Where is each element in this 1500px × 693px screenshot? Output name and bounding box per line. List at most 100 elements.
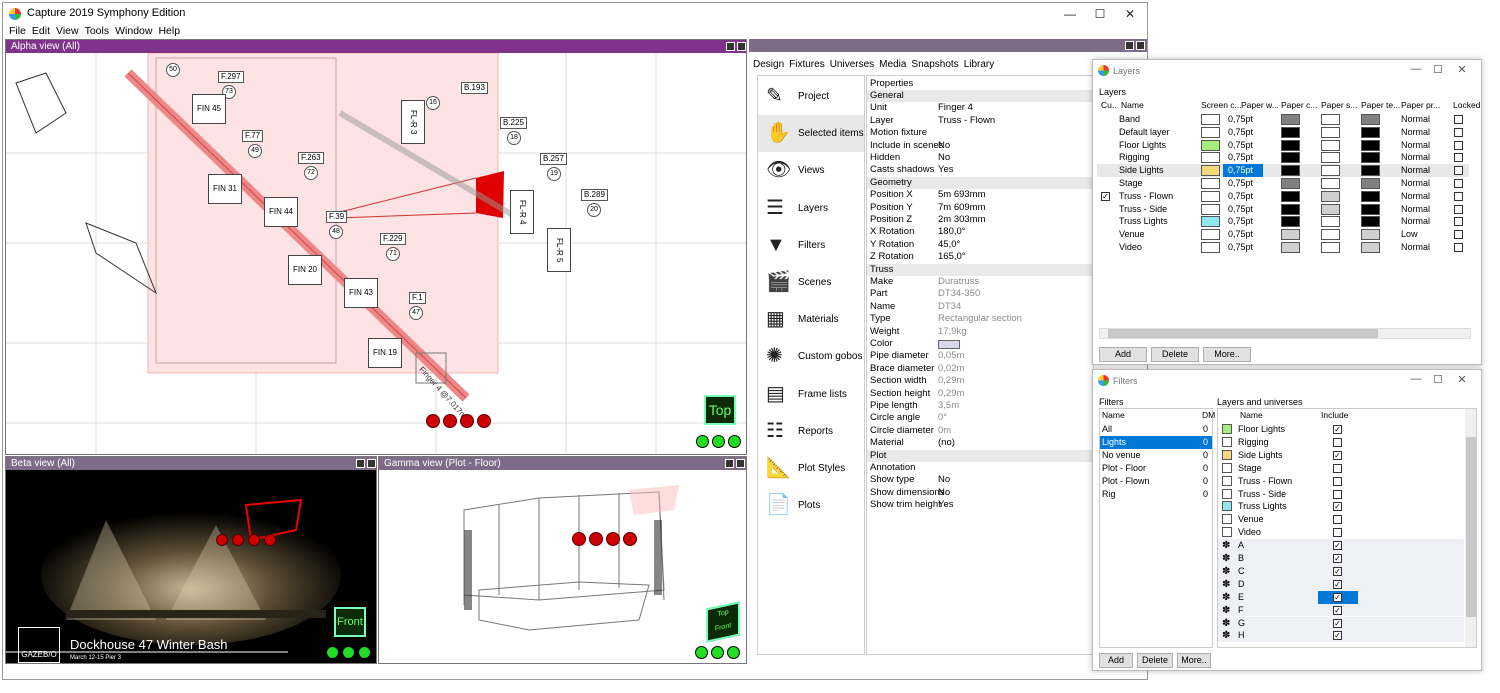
property-row[interactable]: Material(no): [867, 437, 1094, 449]
more-filter-button[interactable]: More..: [1177, 653, 1211, 668]
tab-library[interactable]: Library: [964, 59, 995, 70]
paper-color-swatch[interactable]: [1281, 127, 1300, 138]
paper-priority[interactable]: Low: [1401, 228, 1418, 241]
nav-item-project[interactable]: ✎Project: [758, 78, 864, 115]
property-row[interactable]: Position X5m 693mm: [867, 189, 1094, 201]
filter-row[interactable]: Plot - Floor0: [1100, 462, 1212, 475]
include-checkbox[interactable]: ✓: [1333, 619, 1342, 628]
fixture-symbol[interactable]: FIN 43: [344, 278, 378, 308]
fixture-tag[interactable]: B.289: [581, 189, 608, 201]
layer-universe-row[interactable]: ✽D✓: [1218, 578, 1464, 591]
property-row[interactable]: Z Rotation165,0°: [867, 251, 1094, 263]
property-row[interactable]: Annotation: [867, 462, 1094, 474]
orbit-icon[interactable]: [695, 646, 708, 659]
cube-front-label[interactable]: Front: [715, 622, 731, 632]
paper-priority[interactable]: Normal: [1401, 241, 1430, 254]
screen-color-swatch[interactable]: [1201, 204, 1220, 215]
layer-row[interactable]: Floor Lights0,75ptNormal: [1097, 139, 1469, 152]
red-button-icon[interactable]: [248, 534, 260, 546]
view-pin-icon[interactable]: [725, 459, 734, 468]
property-row[interactable]: Show dimensionsNo: [867, 487, 1094, 499]
nav-item-layers[interactable]: ☰Layers: [758, 190, 864, 227]
locked-checkbox[interactable]: [1454, 192, 1463, 201]
property-row[interactable]: Brace diameter0,02m: [867, 363, 1094, 375]
nav-item-scenes[interactable]: 🎬Scenes: [758, 264, 864, 301]
fixture-tag[interactable]: B.193: [461, 82, 488, 94]
paper-shade-swatch[interactable]: [1321, 152, 1340, 163]
include-checkbox[interactable]: [1333, 528, 1342, 537]
layer-universe-row[interactable]: Rigging: [1218, 436, 1464, 449]
menu-view[interactable]: View: [56, 25, 79, 37]
layer-universe-row[interactable]: Stage: [1218, 462, 1464, 475]
red-button-icon[interactable]: [426, 414, 440, 428]
paper-color-swatch[interactable]: [1281, 178, 1300, 189]
paper-text-swatch[interactable]: [1361, 216, 1380, 227]
paper-color-swatch[interactable]: [1281, 152, 1300, 163]
include-checkbox[interactable]: ✓: [1333, 580, 1342, 589]
screen-color-swatch[interactable]: [1201, 114, 1220, 125]
maximize-icon[interactable]: ☐: [1427, 373, 1449, 386]
locked-checkbox[interactable]: [1454, 205, 1463, 214]
paper-priority[interactable]: Normal: [1401, 177, 1430, 190]
paper-text-swatch[interactable]: [1361, 127, 1380, 138]
layer-universe-row[interactable]: Truss Lights✓: [1218, 500, 1464, 513]
screen-color-swatch[interactable]: [1201, 140, 1220, 151]
layers-col-header[interactable]: Screen c...: [1201, 100, 1242, 110]
property-row[interactable]: Motion fixture: [867, 127, 1094, 139]
layer-universe-row[interactable]: Truss - Side: [1218, 488, 1464, 501]
locked-checkbox[interactable]: [1454, 166, 1463, 175]
layers-col-header[interactable]: Paper pr...: [1401, 100, 1440, 110]
pan-icon[interactable]: [712, 435, 725, 448]
locked-checkbox[interactable]: [1454, 217, 1463, 226]
layer-universe-row[interactable]: ✽B✓: [1218, 552, 1464, 565]
screen-color-swatch[interactable]: [1201, 178, 1220, 189]
layer-row[interactable]: Stage0,75ptNormal: [1097, 177, 1469, 190]
screen-color-swatch[interactable]: [1201, 191, 1220, 202]
property-row[interactable]: MakeDuratruss: [867, 276, 1094, 288]
view-pin-icon[interactable]: [726, 42, 735, 51]
more-layer-button[interactable]: More..: [1203, 347, 1251, 362]
property-row[interactable]: Position Z2m 303mm: [867, 214, 1094, 226]
menu-icon[interactable]: [727, 646, 740, 659]
paper-priority[interactable]: Normal: [1401, 203, 1430, 216]
red-button-icon[interactable]: [232, 534, 244, 546]
tab-universes[interactable]: Universes: [830, 59, 874, 70]
fixture-tag[interactable]: B.225: [500, 117, 527, 129]
fixture-tag[interactable]: B.257: [540, 153, 567, 165]
menu-file[interactable]: File: [9, 25, 26, 37]
nav-item-reports[interactable]: ☷Reports: [758, 413, 864, 450]
add-filter-button[interactable]: Add: [1099, 653, 1133, 668]
paper-priority[interactable]: Normal: [1401, 151, 1430, 164]
paper-text-swatch[interactable]: [1361, 191, 1380, 202]
nav-item-frame-lists[interactable]: ▤Frame lists: [758, 376, 864, 413]
red-button-icon[interactable]: [264, 534, 276, 546]
red-button-icon[interactable]: [572, 532, 586, 546]
filter-row[interactable]: Lights0: [1100, 436, 1212, 449]
fixture-symbol[interactable]: FIN 44: [264, 197, 298, 227]
horizontal-scrollbar[interactable]: [1099, 328, 1471, 339]
property-row[interactable]: Pipe length3,5m: [867, 400, 1094, 412]
tab-fixtures[interactable]: Fixtures: [789, 59, 825, 70]
layer-universe-row[interactable]: Truss - Flown: [1218, 475, 1464, 488]
beta-view[interactable]: Beta view (All) GAZEB/O Dockhouse 47 Win…: [5, 456, 377, 664]
paper-text-swatch[interactable]: [1361, 152, 1380, 163]
fixture-symbol[interactable]: FIN 19: [368, 338, 402, 368]
layer-universe-row[interactable]: ✽H✓: [1218, 629, 1464, 642]
paper-text-swatch[interactable]: [1361, 204, 1380, 215]
paper-shade-swatch[interactable]: [1321, 216, 1340, 227]
maximize-icon[interactable]: ☐: [1427, 63, 1449, 76]
menu-tools[interactable]: Tools: [85, 25, 110, 37]
layer-row[interactable]: Truss Lights0,75ptNormal: [1097, 215, 1469, 228]
view-top-button[interactable]: Top: [704, 395, 736, 425]
include-checkbox[interactable]: [1333, 477, 1342, 486]
paper-color-swatch[interactable]: [1281, 204, 1300, 215]
property-row[interactable]: LayerTruss - Flown: [867, 115, 1094, 127]
view-pin-icon[interactable]: [1125, 41, 1134, 50]
property-row[interactable]: Position Y7m 609mm: [867, 202, 1094, 214]
property-row[interactable]: Circle angle0°: [867, 412, 1094, 424]
view-maximize-icon[interactable]: [367, 459, 376, 468]
red-button-icon[interactable]: [589, 532, 603, 546]
red-button-icon[interactable]: [460, 414, 474, 428]
property-row[interactable]: Weight17,9kg: [867, 326, 1094, 338]
paper-shade-swatch[interactable]: [1321, 114, 1340, 125]
